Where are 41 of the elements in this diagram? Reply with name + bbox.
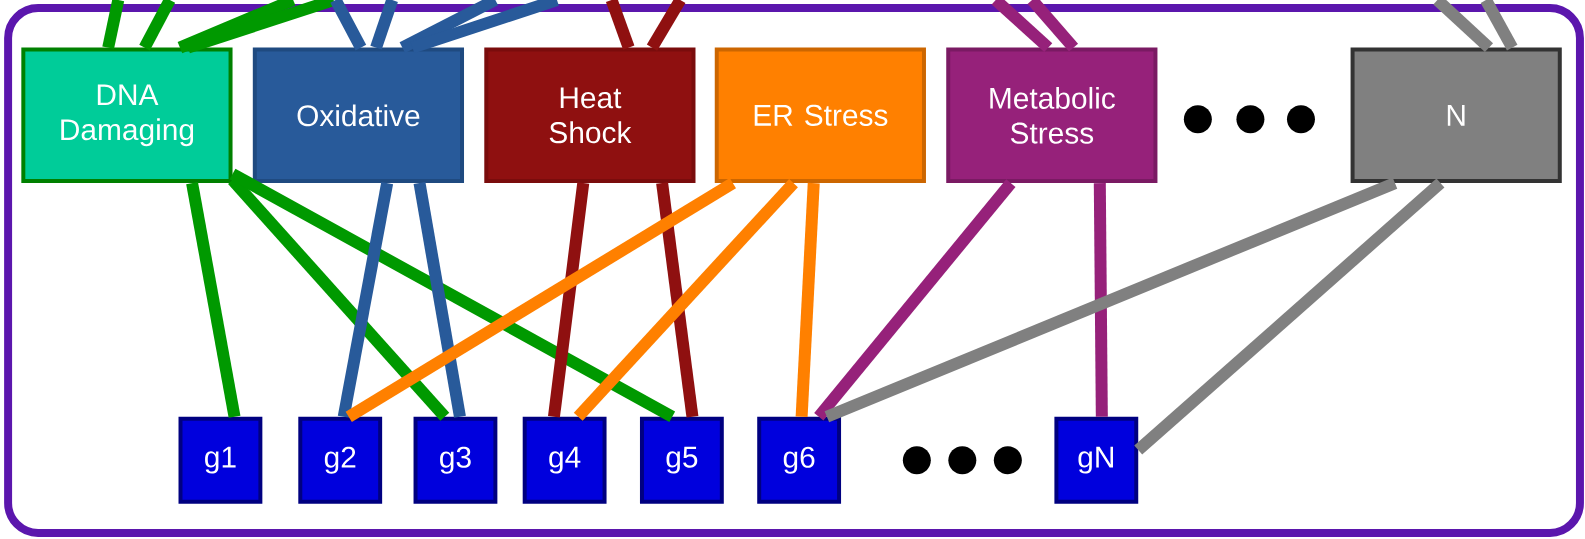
connector-line [605,0,635,50]
connector-line [573,179,798,421]
connector-line [991,0,1053,53]
connector-line [1433,0,1494,52]
stress-box: Metabolic Stress [946,47,1158,184]
connector-line [186,0,336,54]
connector-line [646,0,686,51]
connector-line [1480,0,1518,51]
connector-line [399,0,499,53]
connector-line [186,182,241,418]
gene-box: g4 [522,416,607,504]
stress-box: Heat Shock [484,47,696,184]
connector-line [1134,178,1445,455]
stress-box: ER Stress [714,47,926,184]
connector-line [330,0,367,51]
connector-line [139,0,176,51]
stress-box: N [1350,47,1562,184]
stress-box: Oxidative [252,47,464,184]
frame-box [4,4,1584,537]
connector-line [814,179,1016,421]
connector-line [229,168,676,422]
connector-line [345,177,736,422]
gene-box: g6 [757,416,842,504]
connector-line [656,182,699,418]
connector-line [548,182,590,418]
stress-box: DNA Damaging [21,47,233,184]
connector-line [370,0,398,50]
connector-line [1093,183,1108,417]
gene-box: g3 [413,416,498,504]
connector-line [410,0,559,54]
connector-line [337,181,394,418]
gene-box: g2 [298,416,383,504]
gene-box: gN [1054,416,1139,504]
connector-line [413,182,466,418]
connector-line [177,0,296,54]
gene-box: g5 [639,416,724,504]
gene-box: g1 [178,416,263,504]
connector-line [824,177,1398,423]
connector-line [102,0,125,49]
connector-line [795,182,820,418]
connector-line [1027,0,1079,52]
